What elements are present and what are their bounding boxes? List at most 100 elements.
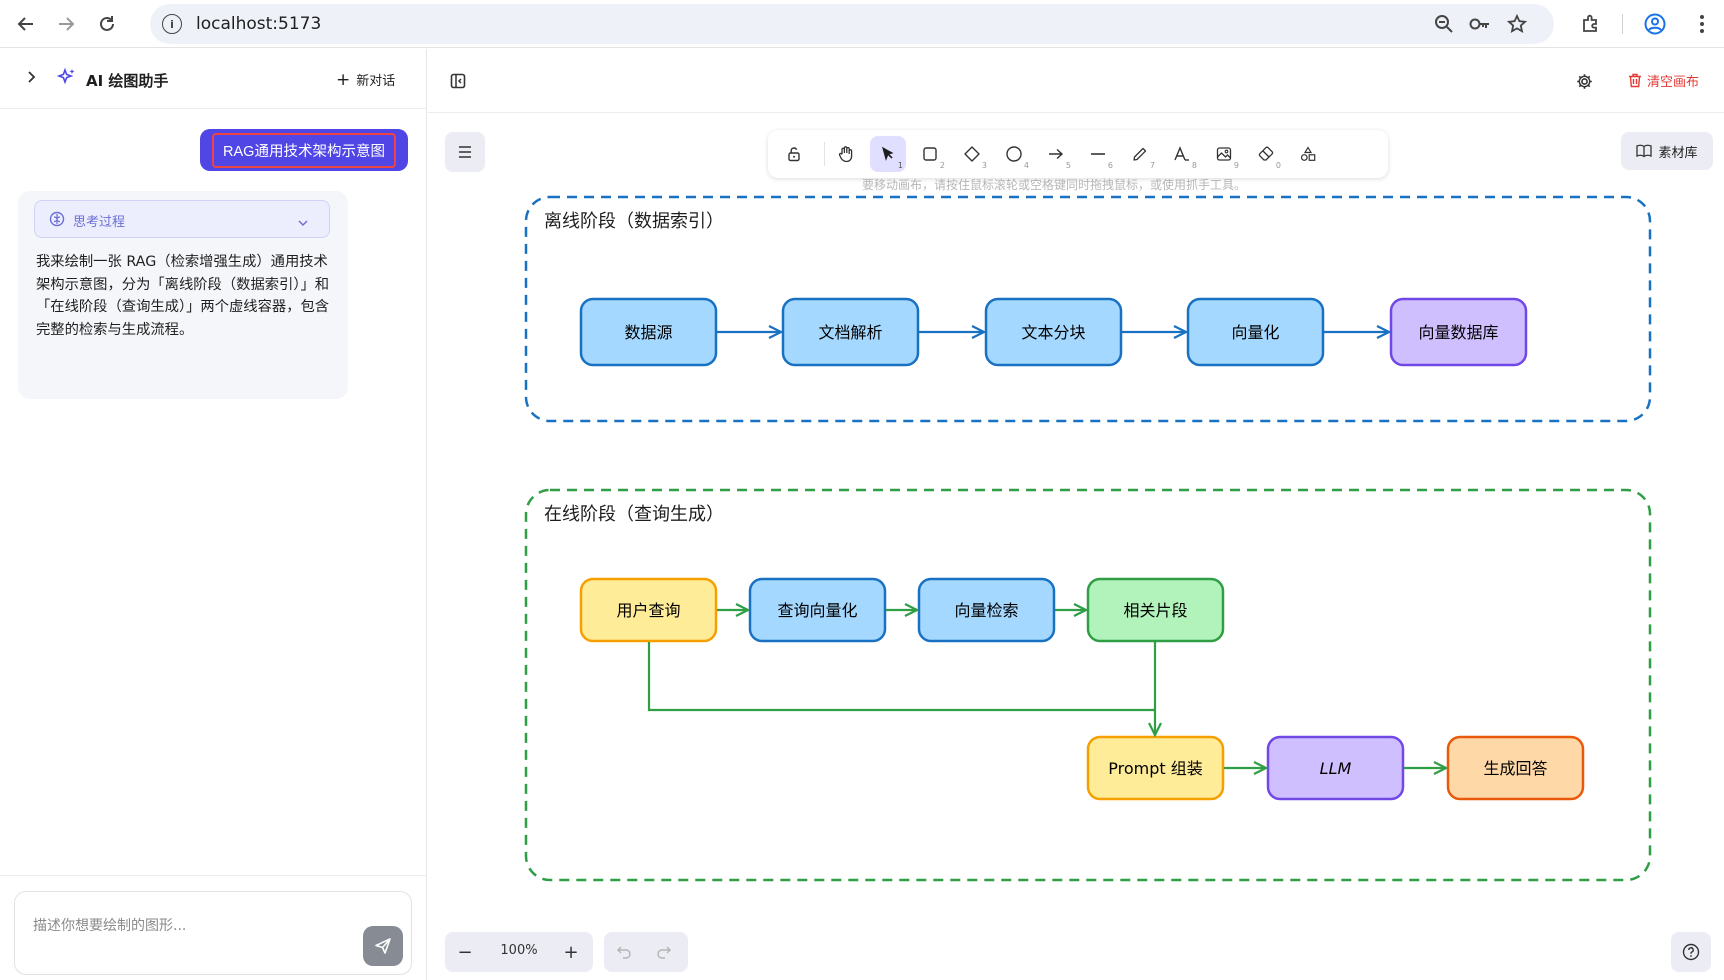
node-label: 用户查询 (616, 601, 680, 620)
line-icon (1091, 153, 1105, 155)
material-library-label: 素材库 (1658, 145, 1698, 161)
clear-canvas-button[interactable]: 清空画布 (1628, 71, 1699, 90)
canvas-menu-button[interactable] (445, 132, 485, 172)
node-user-query[interactable]: 用户查询 (579, 577, 718, 643)
arrow-tool[interactable]: 5 (1038, 136, 1074, 172)
zoom-out-button[interactable]: − (457, 941, 473, 963)
toolbar-divider (824, 142, 825, 166)
eraser-icon (1258, 146, 1274, 161)
expand-chevron-icon[interactable] (24, 69, 38, 88)
tool-key-hint: 5 (1065, 161, 1071, 170)
help-button[interactable] (1671, 932, 1711, 972)
drawing-toolbar: 1 2 3 4 5 6 7 8 (768, 130, 1388, 178)
query-to-prompt-connector[interactable] (647, 642, 1155, 712)
forward-icon[interactable] (50, 8, 82, 40)
profile-avatar-icon[interactable] (1639, 8, 1671, 40)
pencil-tool[interactable]: 7 (1122, 136, 1158, 172)
assistant-message-card: 思考过程 我来绘制一张 RAG（检索增强生成）通用技术架构示意图，分为「离线阶段… (18, 191, 348, 399)
rag-diagram: 离线阶段（数据索引） 在线阶段（查询生成） 数据源 文档解析 文本分块 向量化 … (524, 195, 1652, 882)
tool-key-hint: 4 (1023, 161, 1029, 170)
new-chat-label: 新对话 (356, 74, 396, 89)
node-generated-answer[interactable]: 生成回答 (1446, 735, 1585, 801)
browser-menu-icon[interactable] (1686, 8, 1718, 40)
shapes-tool[interactable] (1290, 136, 1326, 172)
hamburger-icon (459, 146, 471, 158)
sidebar-toggle-icon[interactable] (450, 73, 466, 93)
node-query-vectorization[interactable]: 查询向量化 (748, 577, 887, 643)
extensions-icon[interactable] (1574, 8, 1606, 40)
gear-icon[interactable] (1576, 73, 1593, 94)
chat-header: AI 绘图助手 + 新对话 (0, 49, 427, 109)
node-relevant-chunks[interactable]: 相关片段 (1086, 577, 1225, 643)
tool-key-hint: 9 (1233, 161, 1239, 170)
node-label: Prompt 组装 (1108, 759, 1203, 778)
chat-title: AI 绘图助手 (86, 72, 169, 90)
shapes-icon (1300, 146, 1316, 161)
bookmark-star-icon[interactable] (1505, 12, 1529, 36)
thinking-label: 思考过程 (73, 215, 126, 230)
select-tool[interactable]: 1 (870, 136, 906, 172)
tool-key-hint: 6 (1107, 161, 1113, 170)
site-info-icon[interactable]: i (162, 14, 182, 34)
node-label: 文本分块 (1021, 323, 1085, 342)
image-icon (1216, 147, 1232, 161)
sparkles-icon (56, 67, 77, 91)
unlock-icon (788, 147, 800, 162)
online-container[interactable] (524, 488, 1652, 882)
brain-icon (49, 211, 65, 231)
hand-tool[interactable] (828, 136, 864, 172)
circle-icon (1006, 146, 1022, 162)
node-label: 文档解析 (818, 323, 882, 342)
send-icon (375, 938, 391, 954)
tool-key-hint: 2 (939, 161, 945, 170)
send-button[interactable] (363, 926, 403, 966)
line-tool[interactable]: 6 (1080, 136, 1116, 172)
node-vectorization[interactable]: 向量化 (1186, 297, 1325, 367)
address-bar[interactable]: i localhost:5173 (150, 4, 1554, 44)
node-label: 数据源 (624, 323, 672, 342)
node-data-source[interactable]: 数据源 (579, 297, 718, 367)
text-tool[interactable]: 8 (1164, 136, 1200, 172)
chat-input[interactable] (33, 914, 333, 938)
node-document-parsing[interactable]: 文档解析 (781, 297, 920, 367)
book-icon (1636, 144, 1653, 158)
node-llm[interactable]: LLM (1266, 735, 1405, 801)
material-library-button[interactable]: 素材库 (1621, 132, 1713, 170)
tool-key-hint: 1 (897, 161, 903, 170)
node-label: 查询向量化 (777, 601, 857, 620)
redo-icon[interactable] (656, 944, 672, 963)
zoom-icon[interactable] (1432, 12, 1456, 36)
diamond-icon (964, 146, 980, 162)
node-vector-database[interactable]: 向量数据库 (1389, 297, 1528, 367)
node-label: 向量数据库 (1418, 323, 1498, 342)
input-divider (0, 875, 427, 876)
eraser-tool[interactable]: 0 (1248, 136, 1284, 172)
new-chat-button[interactable]: + 新对话 (336, 70, 395, 89)
assistant-message-text: 我来绘制一张 RAG（检索增强生成）通用技术架构示意图，分为「离线阶段（数据索引… (36, 254, 330, 338)
node-vector-search[interactable]: 向量检索 (917, 577, 1056, 643)
node-label: 生成回答 (1483, 759, 1547, 778)
thinking-process-toggle[interactable]: 思考过程 (34, 200, 330, 238)
tool-key-hint: 3 (981, 161, 987, 170)
ellipse-tool[interactable]: 4 (996, 136, 1032, 172)
diamond-tool[interactable]: 3 (954, 136, 990, 172)
help-icon (1682, 943, 1700, 961)
trash-icon (1629, 73, 1641, 88)
zoom-level[interactable]: 100% (500, 943, 538, 958)
node-text-chunking[interactable]: 文本分块 (984, 297, 1123, 367)
text-icon (1174, 146, 1189, 161)
image-tool[interactable]: 9 (1206, 136, 1242, 172)
password-key-icon[interactable] (1468, 12, 1492, 36)
node-prompt-assembly[interactable]: Prompt 组装 (1086, 735, 1225, 801)
rectangle-tool[interactable]: 2 (912, 136, 948, 172)
reload-icon[interactable] (91, 8, 123, 40)
pencil-icon (1133, 147, 1147, 161)
lock-tool[interactable] (776, 136, 812, 172)
undo-icon[interactable] (616, 944, 632, 963)
node-label: 向量检索 (954, 601, 1018, 620)
node-label: 向量化 (1231, 323, 1279, 342)
drawing-canvas[interactable]: 离线阶段（数据索引） 在线阶段（查询生成） 数据源 文档解析 文本分块 向量化 … (428, 114, 1724, 980)
back-icon[interactable] (10, 8, 42, 40)
browser-toolbar: i localhost:5173 (0, 0, 1724, 48)
zoom-in-button[interactable]: + (563, 941, 579, 963)
